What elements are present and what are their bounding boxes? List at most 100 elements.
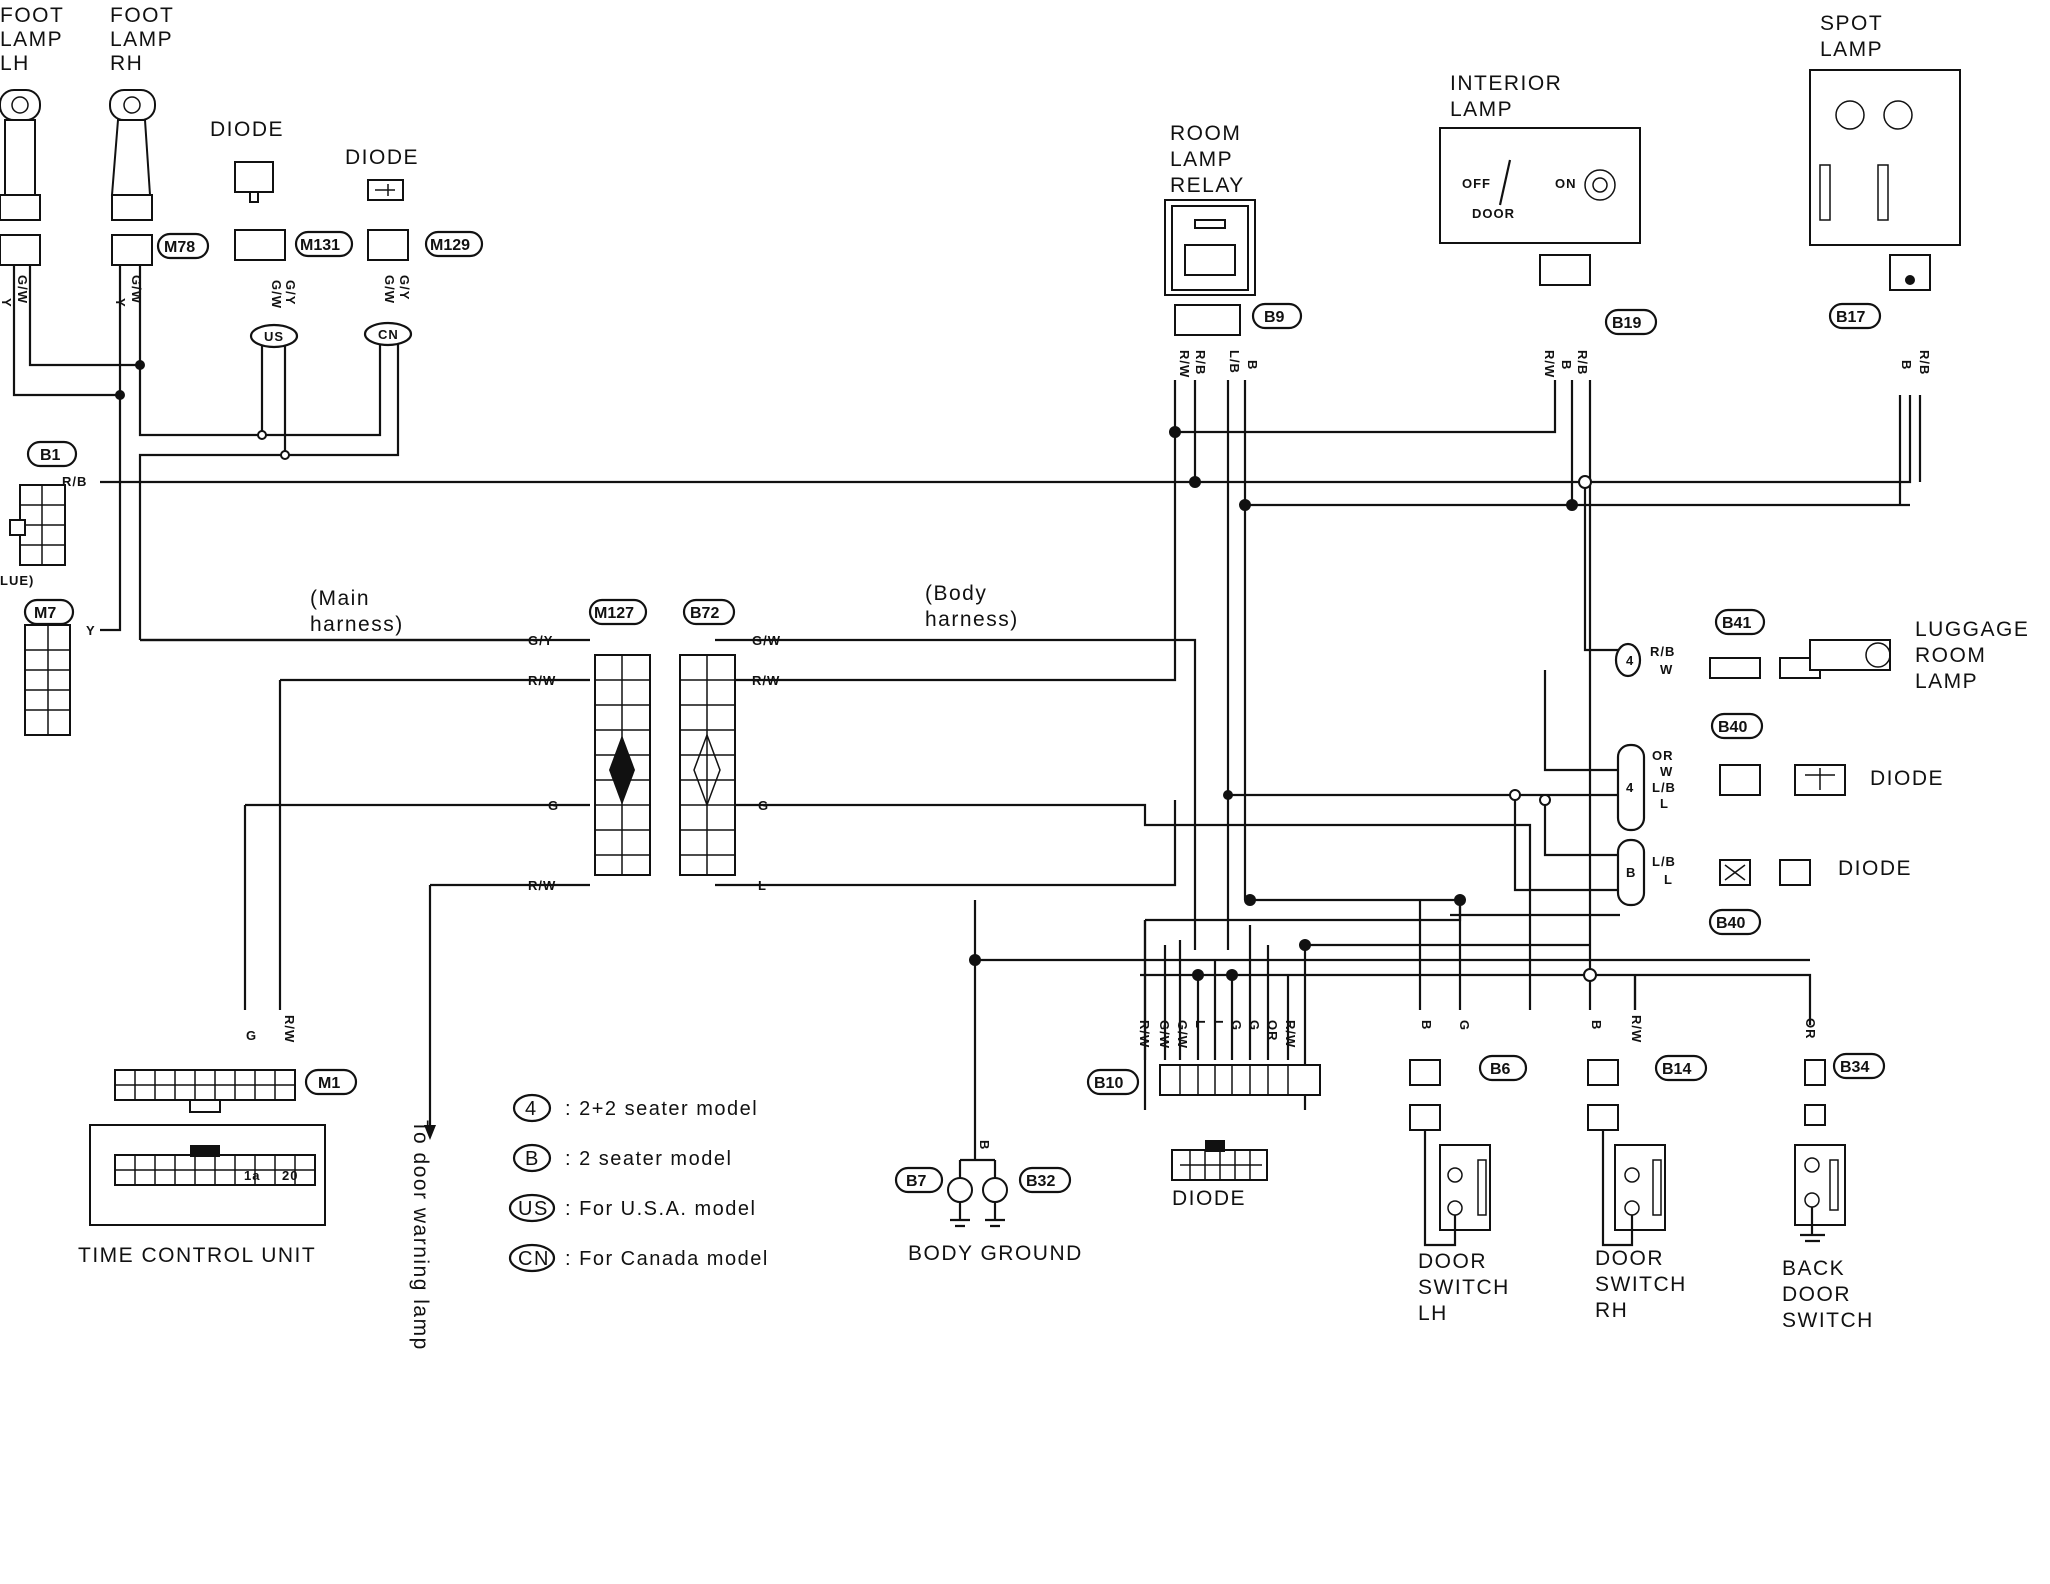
door-switch-lh-2: SWITCH — [1418, 1276, 1510, 1299]
time-control-unit-label: TIME CONTROL UNIT — [78, 1244, 316, 1267]
room-lamp-relay — [1164, 199, 1256, 336]
door-switch-lh-1: DOOR — [1418, 1250, 1487, 1273]
tag-b32-text: B32 — [1026, 1173, 1055, 1190]
tag-b10 — [1086, 1068, 1140, 1096]
tag-m78-text: M78 — [164, 239, 195, 256]
wire-label-v-gw-4: G/W — [382, 275, 397, 304]
tag-b17-text: B17 — [1836, 309, 1865, 326]
legend-sym-4: 4 — [525, 1098, 538, 1120]
tag-b9 — [1251, 302, 1303, 330]
wire-label-v-g-b6: G — [1457, 1020, 1472, 1031]
diode-m129 — [367, 179, 409, 261]
wire-label-v-rw-b9: R/W — [1177, 350, 1192, 378]
tag-m1 — [304, 1068, 358, 1096]
luggage-room-lamp — [1614, 639, 1891, 679]
body-ground-label: BODY GROUND — [908, 1242, 1083, 1265]
junction-open — [1583, 968, 1597, 982]
diode-m131 — [234, 161, 286, 261]
junction-dot — [1454, 894, 1466, 906]
wire-labels: R/B Y G/Y R/W G R/W G/W R/W G L R/B W OR… — [62, 474, 1676, 1043]
wire-label-g-1: G — [548, 798, 559, 813]
wire-label-lb-b40: L/B — [1652, 780, 1676, 795]
wire-label-v-l-b10-2: L — [1211, 1020, 1226, 1029]
door-switch-rh-1: DOOR — [1595, 1247, 1664, 1270]
tag-b7-text: B7 — [906, 1173, 927, 1190]
b72-harness-connector — [679, 654, 736, 876]
tag-b9-text: B9 — [1264, 309, 1285, 326]
wire-label-v-rw-b10-2: R/W — [1283, 1020, 1298, 1048]
tag-b19-text: B19 — [1612, 315, 1641, 332]
junction-dot — [1192, 969, 1204, 981]
interior-switch-on: ON — [1555, 176, 1577, 191]
wire-label-y: Y — [86, 623, 96, 638]
tcu-pin-1a: 1a — [244, 1168, 260, 1183]
wire-label-v-or-b10: OR — [1265, 1020, 1280, 1042]
cn-option-pill — [363, 321, 413, 347]
wire-label-w-b40: W — [1660, 764, 1673, 779]
m7-connector-block — [24, 624, 71, 736]
luggage-label-1: LUGGAGE — [1915, 618, 2029, 641]
wire-label-v-rw-b14: R/W — [1629, 1015, 1644, 1043]
cn-option-text: CN — [378, 327, 399, 342]
interior-switch-off: OFF — [1462, 176, 1491, 191]
wire-label-lb-b40b: L/B — [1652, 854, 1676, 869]
tag-b19 — [1604, 308, 1658, 336]
wire-label-v-rb-b17: R/B — [1917, 350, 1932, 375]
foot-lamp-lh — [0, 89, 41, 266]
wire-label-v-gw-2: G/W — [129, 275, 144, 304]
junction-dot — [135, 360, 145, 370]
wire-label-v-rw-m1: R/W — [282, 1015, 297, 1043]
b40-connectors — [1616, 743, 1846, 907]
tag-m1-text: M1 — [318, 1075, 340, 1092]
wire-label-v-b-b9: B — [1245, 360, 1260, 370]
legend: 4 : 2+2 seater model B : 2 seater model … — [508, 1093, 769, 1273]
wire-label-g-m1: G — [246, 1028, 257, 1043]
foot-lamp-rh-label-1: FOOT — [110, 4, 174, 27]
foot-lamp-lh-label-2: LAMP — [0, 28, 63, 51]
diode-m129-label: DIODE — [345, 146, 419, 169]
legend-sym-b: B — [525, 1148, 540, 1170]
junction-dot — [969, 954, 981, 966]
wire-label-v-gy-1: G/Y — [283, 280, 298, 305]
foot-lamp-rh — [109, 89, 156, 266]
interior-lamp-label-1: INTERIOR — [1450, 72, 1562, 95]
door-switch-lh-3: LH — [1418, 1302, 1448, 1325]
connector-tags: M78 M131 M129 B9 B19 B17 B1 M7 M127 B72 … — [23, 230, 1886, 1194]
junction-open — [1509, 789, 1521, 801]
wire-label-v-g-b10: G — [1229, 1020, 1244, 1031]
body-harness-label-1: (Body — [925, 582, 987, 605]
body-ground — [947, 1160, 1008, 1228]
b1-note: LUE) — [0, 573, 34, 588]
b40-four-text: 4 — [1626, 780, 1634, 795]
main-harness-label-1: (Main — [310, 587, 370, 610]
tag-b40b — [1708, 908, 1762, 936]
tag-m129-text: M129 — [430, 237, 470, 254]
wire-label-rb: R/B — [62, 474, 87, 489]
m127-harness-connector — [594, 654, 651, 876]
main-harness-label-2: harness) — [310, 613, 404, 636]
foot-lamp-rh-label-2: LAMP — [110, 28, 173, 51]
room-lamp-relay-label-1: ROOM — [1170, 122, 1241, 145]
wire-label-v-rb-b19: R/B — [1575, 350, 1590, 375]
legend-symbol-4 — [512, 1093, 552, 1123]
tag-b14-text: B14 — [1662, 1061, 1691, 1078]
tag-b34 — [1832, 1052, 1886, 1080]
tag-b7 — [894, 1166, 944, 1194]
tag-b40a — [1710, 712, 1764, 740]
tag-m127-text: M127 — [594, 605, 634, 622]
door-switch-rh-2: SWITCH — [1595, 1273, 1687, 1296]
diode-b10-label: DIODE — [1172, 1187, 1246, 1210]
tag-b6-text: B6 — [1490, 1061, 1511, 1078]
tag-m131-text: M131 — [300, 237, 340, 254]
legend-text-cn: : For Canada model — [565, 1248, 769, 1270]
tag-m7 — [23, 598, 75, 626]
legend-symbol-cn — [508, 1243, 556, 1273]
b40-bee-text: B — [1626, 865, 1636, 880]
tag-b72 — [682, 598, 736, 626]
door-switch-rh-3: RH — [1595, 1299, 1628, 1322]
wire-label-v-b-b19: B — [1559, 360, 1574, 370]
tag-b6 — [1478, 1054, 1528, 1082]
wire-label-v-gy-2: G/Y — [397, 275, 412, 300]
us-option-text: US — [264, 329, 284, 344]
diode-b40-bottom-label: DIODE — [1838, 857, 1912, 880]
